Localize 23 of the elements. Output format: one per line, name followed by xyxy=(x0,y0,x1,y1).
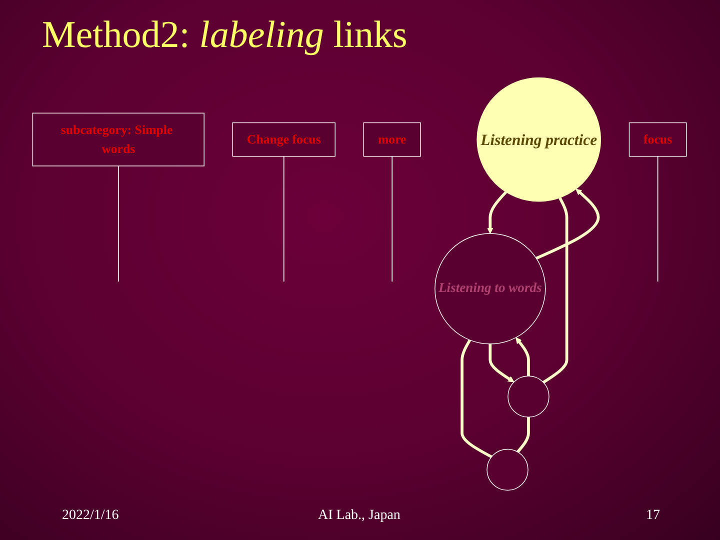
date-text: 2022/1/16 xyxy=(62,508,119,524)
connector xyxy=(284,156,285,282)
footer-text: AI Lab., Japan xyxy=(318,508,400,524)
arrow xyxy=(489,344,515,382)
node-box: Change focus xyxy=(232,122,336,157)
node-circle: Listening to words xyxy=(435,233,546,344)
node-box: subcategory: Simple words xyxy=(32,112,205,166)
slide-title: Method2: labeling links xyxy=(42,14,408,58)
arrow xyxy=(516,337,530,376)
node-ellipse xyxy=(508,376,550,418)
arrow xyxy=(487,190,508,234)
connector xyxy=(461,339,493,458)
node-box: more xyxy=(364,122,422,157)
arrow xyxy=(536,188,600,260)
connector xyxy=(658,156,659,282)
node-ellipse xyxy=(487,448,529,491)
node-circle: Listening practice xyxy=(477,77,602,202)
page-number: 17 xyxy=(646,508,660,524)
connector xyxy=(118,166,120,282)
connector xyxy=(392,156,393,282)
connector xyxy=(517,417,530,453)
node-box: focus xyxy=(629,122,688,157)
connector xyxy=(543,197,569,384)
